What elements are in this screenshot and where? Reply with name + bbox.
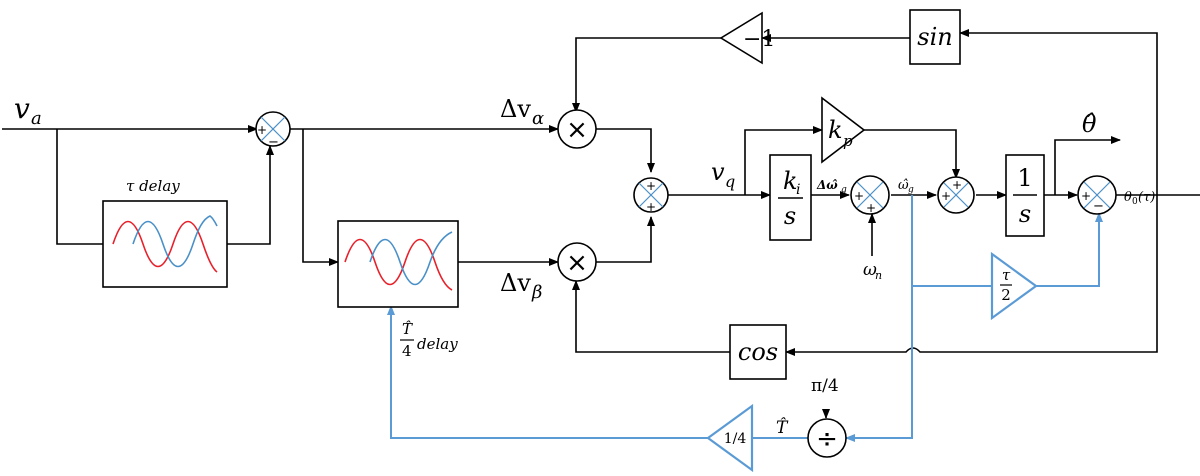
red-sine-wave xyxy=(112,220,218,273)
svg-text:a: a xyxy=(31,108,42,129)
svg-text:+: + xyxy=(646,200,656,214)
svg-text:ω: ω xyxy=(863,260,877,280)
multiplier-alpha: × xyxy=(557,109,597,149)
four-denominator: 4 xyxy=(402,342,412,360)
svg-text:α: α xyxy=(532,108,544,129)
integrator-denominator: s xyxy=(1019,200,1031,228)
label-omega-n: ω n xyxy=(863,260,882,282)
sin-block xyxy=(909,9,961,65)
svg-text:+: + xyxy=(257,123,267,137)
svg-text:Δω̂: Δω̂ xyxy=(816,178,838,192)
label-theta-hat: θ̂ xyxy=(1082,110,1097,138)
ki-subscript: i xyxy=(796,182,800,198)
svg-text:Δv: Δv xyxy=(500,269,531,297)
delay-word: delay xyxy=(417,335,458,353)
summing-junction-pi: + + xyxy=(937,176,975,214)
svg-text:−: − xyxy=(268,135,279,150)
tau-half-numerator: τ xyxy=(1002,266,1011,284)
svg-text:T̂: T̂ xyxy=(776,418,789,438)
label-t-hat: T̂ xyxy=(776,418,789,438)
kp-gain xyxy=(821,96,866,164)
svg-text:n: n xyxy=(875,269,882,282)
signal-wires xyxy=(2,29,1200,419)
tau-half-denominator: 2 xyxy=(1001,286,1011,304)
label-pi-over-4: π/4 xyxy=(811,376,839,396)
negative-one-gain xyxy=(719,11,763,65)
label-v-q: v q xyxy=(711,158,735,191)
svg-text:+: + xyxy=(1081,189,1091,203)
tau-delay-block xyxy=(102,200,228,288)
label-v-a: v a xyxy=(14,92,42,129)
svg-text:g: g xyxy=(841,185,847,195)
tau-delay-label: τ delay xyxy=(126,177,180,195)
kp-label: k xyxy=(828,116,843,144)
quarter-gain xyxy=(706,403,754,473)
summing-junction-vq: + + xyxy=(633,177,669,214)
blue-sine-wave xyxy=(369,231,453,286)
svg-text:÷: ÷ xyxy=(816,424,838,454)
svg-text:q: q xyxy=(725,172,735,191)
label-delta-omega-g: Δω̂ g xyxy=(816,178,847,195)
multiplier-beta: × xyxy=(557,242,597,282)
svg-text:−: − xyxy=(1093,199,1104,214)
svg-text:0: 0 xyxy=(1132,197,1138,207)
svg-text:β: β xyxy=(531,282,542,303)
cos-block xyxy=(729,324,787,380)
tau-half-gain xyxy=(990,251,1038,321)
kp-subscript: p xyxy=(843,132,853,150)
sin-label: sin xyxy=(917,23,952,51)
summing-junction-omega: + + xyxy=(850,175,890,215)
red-sine-wave xyxy=(344,238,453,291)
ki-label: k xyxy=(783,167,798,195)
integrator-numerator: 1 xyxy=(1017,164,1032,192)
svg-text:θ: θ xyxy=(1124,190,1132,205)
svg-text:×: × xyxy=(566,115,588,145)
svg-text:+: + xyxy=(941,189,951,203)
label-omega-g: ω̂ g xyxy=(898,178,914,195)
label-delta-v-alpha: Δv α xyxy=(500,95,544,129)
summing-junction-input: + − xyxy=(255,111,291,150)
svg-text:ω̂: ω̂ xyxy=(898,178,909,193)
svg-text:+: + xyxy=(646,179,656,193)
svg-text:v: v xyxy=(711,158,725,186)
label-delta-v-beta: Δv β xyxy=(500,269,542,303)
period-estimation-wires xyxy=(387,195,1103,442)
t-hat-numerator: T̂ xyxy=(402,320,413,338)
svg-text:×: × xyxy=(566,248,588,278)
ki-denominator: s xyxy=(784,202,796,230)
svg-text:Δv: Δv xyxy=(500,95,531,123)
summing-junction-theta: + − xyxy=(1077,175,1117,215)
svg-text:+: + xyxy=(866,201,876,215)
svg-text:+: + xyxy=(854,189,864,203)
svg-text:π/4: π/4 xyxy=(811,376,839,396)
cos-label: cos xyxy=(738,338,778,366)
svg-text:θ̂: θ̂ xyxy=(1082,110,1097,138)
blue-sine-wave xyxy=(132,215,218,268)
svg-text:+: + xyxy=(952,178,962,192)
divider: ÷ xyxy=(807,418,847,458)
svg-text:g: g xyxy=(908,185,914,195)
quarter-period-delay-block xyxy=(337,220,459,308)
label-theta-0: θ 0 (τ) xyxy=(1124,190,1155,207)
negative-one-label: −1 xyxy=(743,27,775,52)
svg-text:(τ): (τ) xyxy=(1138,190,1155,205)
quarter-gain-label: 1/4 xyxy=(724,431,747,447)
quarter-period-delay-label: T̂ 4 delay xyxy=(400,320,458,360)
svg-text:v: v xyxy=(14,92,30,125)
